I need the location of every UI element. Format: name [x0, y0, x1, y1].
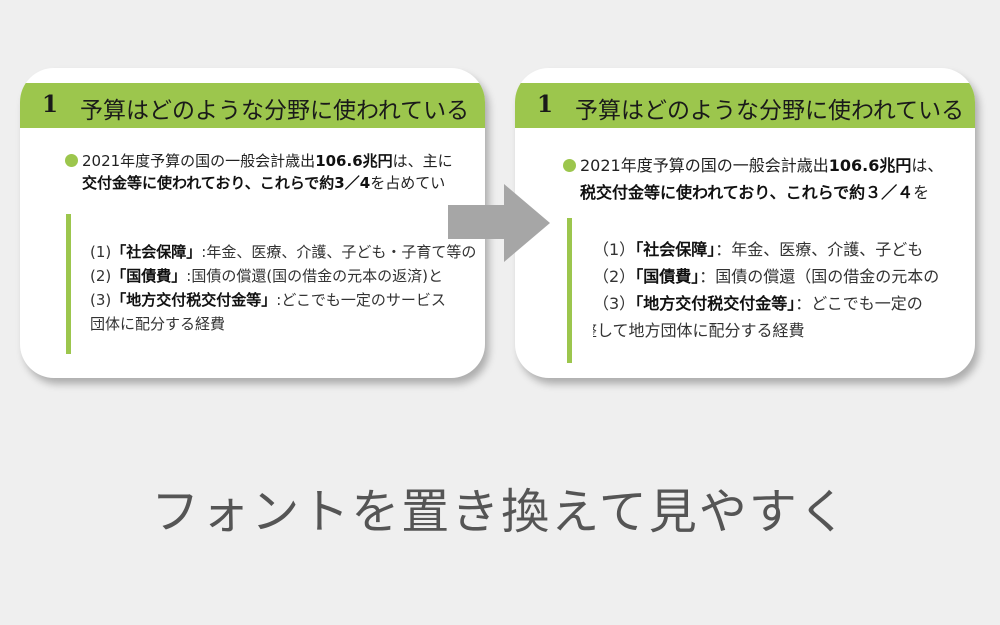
item-desc: ：国債の償還（国の借金の元本の	[699, 267, 940, 286]
item-desc: ：どこでも一定の	[795, 294, 923, 313]
list-item-continuation: 整して地方団体に配分する経費	[593, 321, 805, 340]
item-list: (1)「社会保障」:年金、医療、介護、子ども・子育て等の (2)「国債費」:国債…	[90, 240, 485, 336]
lead-text-bold: 106.6兆円	[315, 152, 393, 170]
item-number: （3）	[593, 294, 636, 313]
item-desc: :年金、医療、介護、子ども・子育て等の	[201, 243, 477, 261]
item-desc: :国債の償還(国の借金の元本の返済)と	[186, 267, 444, 285]
item-term: 「国債費」	[635, 267, 700, 286]
item-term: 「地方交付税交付金等」	[635, 294, 796, 313]
lead-text: 2021年度予算の国の一般会計歳出106.6兆円は、主に 交付金等に使われており…	[65, 150, 485, 194]
accent-bar	[567, 218, 572, 363]
item-desc: :どこでも一定のサービス	[276, 291, 446, 309]
lead-text-part: 2021年度予算の国の一般会計歳出	[82, 152, 316, 170]
accent-bar	[66, 214, 71, 354]
lead-text-part: を	[913, 183, 930, 202]
lead-text-part: は、主に	[392, 152, 453, 170]
lead-text: 2021年度予算の国の一般会計歳出106.6兆円は、 税交付金等に使われており、…	[563, 152, 975, 206]
item-number: （2）	[593, 267, 636, 286]
list-item: （3）「地方交付税交付金等」：どこでも一定の	[593, 290, 975, 317]
item-desc: ：年金、医療、介護、子ども	[715, 240, 924, 259]
bullet-dot-icon	[65, 154, 78, 167]
list-item: (2)「国債費」:国債の償還(国の借金の元本の返済)と	[90, 264, 485, 288]
list-item: (3)「地方交付税交付金等」:どこでも一定のサービス	[90, 288, 485, 312]
section-heading: 1 予算はどのような分野に使われている	[515, 83, 975, 128]
after-card: 1 予算はどのような分野に使われている 2021年度予算の国の一般会計歳出106…	[515, 68, 975, 378]
item-number: (1)	[90, 243, 112, 261]
item-list: （1）「社会保障」：年金、医療、介護、子ども （2）「国債費」：国債の償還（国の…	[593, 236, 975, 344]
arrow-right-icon	[448, 184, 550, 262]
lead-text-part: は、	[911, 156, 944, 175]
item-number: （1）	[593, 240, 636, 259]
item-number: (3)	[90, 291, 112, 309]
lead-text-bold: 税交付金等に使われており、これらで約３／４	[580, 183, 914, 202]
caption: フォントを置き換えて見やすく	[151, 484, 849, 540]
list-item: （1）「社会保障」：年金、医療、介護、子ども	[593, 236, 975, 263]
heading-title: 予算はどのような分野に使われている	[80, 98, 470, 124]
item-term: 「社会保障」	[111, 243, 202, 261]
lead-text-part: 2021年度予算の国の一般会計歳出	[580, 156, 829, 175]
heading-number: 1	[537, 91, 554, 118]
list-item-continuation: 団体に配分する経費	[90, 315, 226, 333]
heading-number: 1	[42, 91, 59, 118]
item-term: 「地方交付税交付金等」	[111, 291, 277, 309]
before-card: 1 予算はどのような分野に使われている 2021年度予算の国の一般会計歳出106…	[20, 68, 485, 378]
item-number: (2)	[90, 267, 112, 285]
list-item: （2）「国債費」：国債の償還（国の借金の元本の	[593, 263, 975, 290]
bullet-dot-icon	[563, 159, 576, 172]
section-heading: 1 予算はどのような分野に使われている	[20, 83, 485, 128]
lead-text-bold: 交付金等に使われており、これらで約3／4	[82, 174, 371, 192]
lead-text-bold: 106.6兆円	[828, 156, 912, 175]
heading-title: 予算はどのような分野に使われている	[575, 98, 965, 124]
item-term: 「社会保障」	[635, 240, 716, 259]
lead-text-part: を占めてい	[370, 174, 446, 192]
item-term: 「国債費」	[111, 267, 187, 285]
list-item: (1)「社会保障」:年金、医療、介護、子ども・子育て等の	[90, 240, 485, 264]
